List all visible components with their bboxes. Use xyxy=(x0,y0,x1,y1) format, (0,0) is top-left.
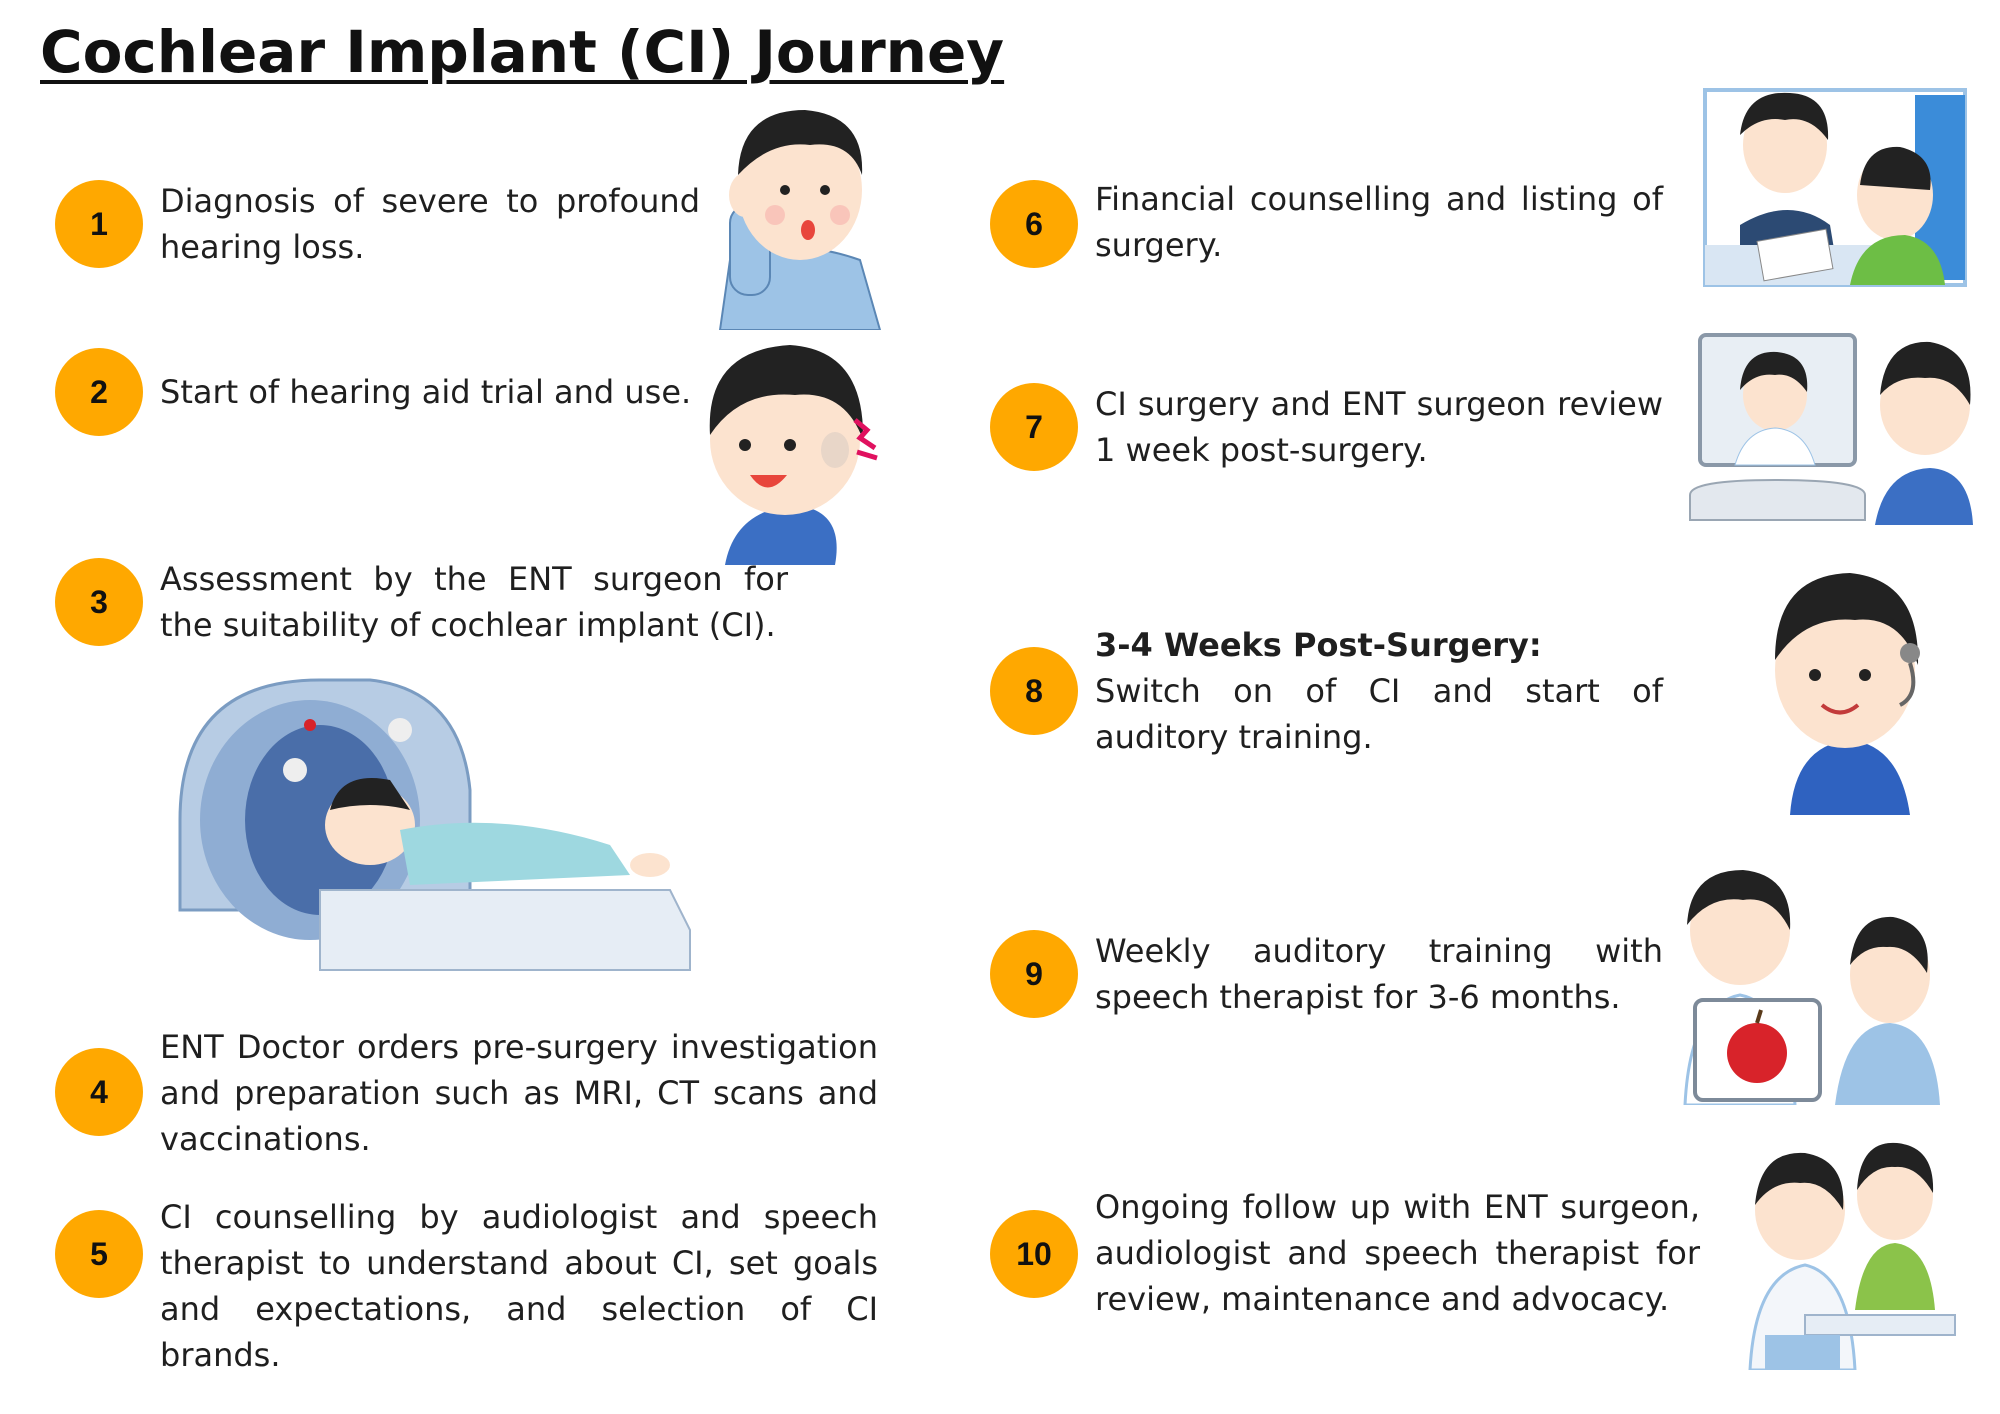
mri-scanner-icon xyxy=(178,678,691,971)
step-1-badge: 1 xyxy=(55,180,143,268)
step-8-text-block: 3-4 Weeks Post-Surgery: Switch on of CI … xyxy=(1095,622,1663,760)
step-6-badge: 6 xyxy=(990,180,1078,268)
step-8-heading: 3-4 Weeks Post-Surgery: xyxy=(1095,626,1542,664)
step-3-text: Assessment by the ENT surgeon for the su… xyxy=(160,560,788,644)
hearing-aid-boy-icon xyxy=(709,345,878,565)
speech-therapy-apple-card-icon xyxy=(1683,870,1940,1105)
counselling-desk-icon xyxy=(1703,88,1967,287)
step-3-badge: 3 xyxy=(55,558,143,646)
step-8-badge: 8 xyxy=(990,647,1078,735)
step-2-badge: 2 xyxy=(55,348,143,436)
step-5-text: CI counselling by audiologist and speech… xyxy=(160,1198,878,1374)
step-8-text: Switch on of CI and start of auditory tr… xyxy=(1095,672,1663,756)
step-2-text: Start of hearing aid trial and use. xyxy=(160,373,692,411)
telehealth-monitor-icon xyxy=(1689,333,1973,525)
step-9-badge: 9 xyxy=(990,930,1078,1018)
step-4-badge: 4 xyxy=(55,1048,143,1136)
step-7-badge: 7 xyxy=(990,383,1078,471)
step-1-text: Diagnosis of severe to profound hearing … xyxy=(160,182,700,266)
hand-to-ear-icon xyxy=(718,110,882,330)
cochlear-implant-boy-icon xyxy=(1775,573,1920,815)
step-5-badge: 5 xyxy=(55,1210,143,1298)
step-10-text: Ongoing follow up with ENT surgeon, audi… xyxy=(1095,1188,1700,1318)
step-10-badge: 10 xyxy=(990,1210,1078,1298)
step-7-text: CI surgery and ENT surgeon review 1 week… xyxy=(1095,385,1663,469)
step-9-text: Weekly auditory training with speech the… xyxy=(1095,932,1663,1016)
follow-up-consultation-icon xyxy=(1748,1142,1956,1370)
step-4-text: ENT Doctor orders pre-surgery investigat… xyxy=(160,1028,878,1158)
page-title: Cochlear Implant (CI) Journey xyxy=(40,18,1005,86)
step-6-text: Financial counselling and listing of sur… xyxy=(1095,180,1663,264)
